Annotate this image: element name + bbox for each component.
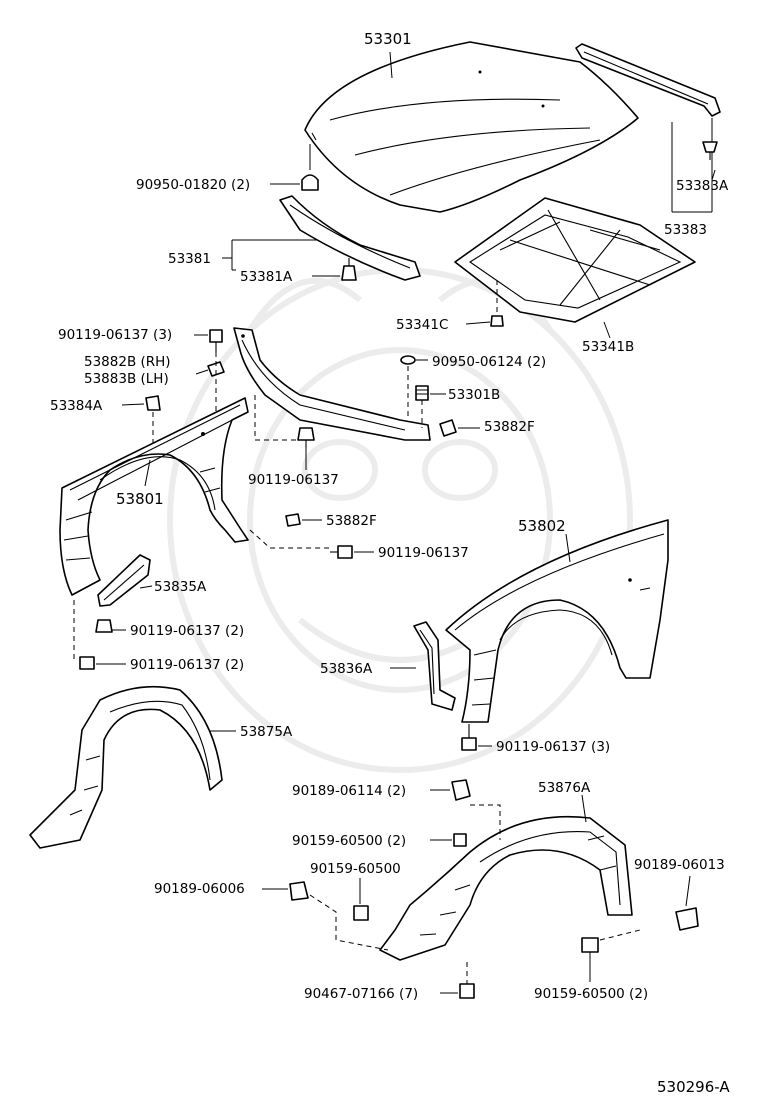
hood-insulator xyxy=(454,197,696,323)
label-53801: 53801 xyxy=(116,490,164,508)
diagram-id: 530296-A xyxy=(657,1078,730,1096)
label-90119-06137-2a: 90119-06137 (2) xyxy=(130,623,244,639)
label-90159-60500-2b: 90159-60500 (2) xyxy=(534,986,648,1002)
label-53301b: 53301B xyxy=(448,387,500,403)
label-90119-06137-bracket: 90119-06137 xyxy=(248,472,339,488)
bolt-90119-06137-side xyxy=(330,545,353,559)
label-90159-60500-2a: 90159-60500 (2) xyxy=(292,833,406,849)
leader-53801 xyxy=(144,459,151,487)
bolt-90159-60500 xyxy=(353,905,369,921)
bolt-90119-06137-2b xyxy=(79,656,95,670)
fender-brace-53835a xyxy=(97,554,151,607)
clip-90189-06013 xyxy=(675,907,699,931)
clip-90189-06006 xyxy=(289,881,309,901)
bolt-90159-60500-2a xyxy=(453,833,467,847)
label-53882b: 53882B (RH) xyxy=(84,354,171,370)
leader-53802 xyxy=(565,533,571,563)
label-53383a: 53383A xyxy=(676,178,729,194)
fender-right xyxy=(445,519,669,723)
hood-cushion xyxy=(301,144,319,191)
dash-fender-side-bolt xyxy=(249,529,330,549)
label-90950-01820: 90950-01820 (2) xyxy=(136,177,250,193)
bumper-53301b xyxy=(415,385,429,401)
leader-53835a xyxy=(139,585,153,589)
clip-53381a xyxy=(341,258,357,281)
clip-53341c xyxy=(490,280,504,327)
bolt-90119-06137-3 xyxy=(209,329,223,352)
label-90159-60500: 90159-60500 xyxy=(310,861,401,877)
label-53882f-lower: 53882F xyxy=(326,513,377,529)
clip-53882f-lower xyxy=(285,513,301,527)
fender-liner-53876a xyxy=(379,815,633,961)
label-53341c: 53341C xyxy=(396,317,448,333)
leader-53384a xyxy=(121,403,145,406)
label-53301: 53301 xyxy=(364,30,412,48)
bolt-90119-06137-3b xyxy=(461,724,477,751)
clip-53882f-upper xyxy=(439,419,457,437)
label-53876a: 53876A xyxy=(538,780,591,796)
leader-53381 xyxy=(222,239,318,271)
label-53383: 53383 xyxy=(664,222,707,238)
clip-53383a xyxy=(702,141,718,160)
label-53836a: 53836A xyxy=(320,661,373,677)
label-53875a: 53875A xyxy=(240,724,293,740)
bolt-90119-06137-2a xyxy=(95,619,113,633)
fender-left xyxy=(59,397,249,596)
label-90189-06114: 90189-06114 (2) xyxy=(292,783,406,799)
dash-90159-2b xyxy=(599,929,641,941)
leader-53301 xyxy=(389,51,393,79)
fender-brace-53836a xyxy=(413,621,456,711)
dash-90189-06114 xyxy=(470,804,501,840)
label-53802: 53802 xyxy=(518,517,566,535)
leader-53876a xyxy=(581,794,587,823)
label-90189-06006: 90189-06006 xyxy=(154,881,245,897)
label-90119-06137-3b: 90119-06137 (3) xyxy=(496,739,610,755)
label-53381: 53381 xyxy=(168,251,211,267)
hood-panel xyxy=(304,41,639,213)
hood-seal xyxy=(575,43,721,117)
label-53384a: 53384A xyxy=(50,398,103,414)
label-90119-06137-side: 90119-06137 xyxy=(378,545,469,561)
hood-support-bracket xyxy=(233,327,431,441)
washer-90950-06124 xyxy=(400,355,416,365)
leader-53341c xyxy=(465,321,491,325)
dash-90189-06006 xyxy=(309,894,389,951)
fender-liner-53875a xyxy=(29,685,223,849)
dash-bracket-bolt xyxy=(254,395,296,441)
label-90119-06137-2b: 90119-06137 (2) xyxy=(130,657,244,673)
leader-53383 xyxy=(671,118,713,213)
clip-53384a xyxy=(145,395,161,411)
bolt-90119-06137-bracket xyxy=(297,427,315,448)
label-53835a: 53835A xyxy=(154,579,207,595)
label-53882f-upper: 53882F xyxy=(484,419,535,435)
label-90119-06137-3: 90119-06137 (3) xyxy=(58,327,172,343)
label-90950-06124: 90950-06124 (2) xyxy=(432,354,546,370)
clip-90467-07166 xyxy=(459,962,475,999)
leader-53341b xyxy=(603,321,611,339)
hood-front-rail xyxy=(279,195,421,281)
label-90189-06013: 90189-06013 xyxy=(634,857,725,873)
label-53381a: 53381A xyxy=(240,269,293,285)
label-53341b: 53341B xyxy=(582,339,634,355)
label-53883b: 53883B (LH) xyxy=(84,371,169,387)
callout-labels: 53301 90950-01820 (2) 53381 53381A 53383… xyxy=(50,30,730,1096)
bolt-90159-60500-2b xyxy=(581,937,599,953)
clip-90189-06114 xyxy=(451,779,471,801)
leader-90189-06013 xyxy=(685,875,691,907)
label-90467-07166: 90467-07166 (7) xyxy=(304,986,418,1002)
leader-53383a xyxy=(711,169,716,181)
leader-53882b xyxy=(195,369,209,375)
